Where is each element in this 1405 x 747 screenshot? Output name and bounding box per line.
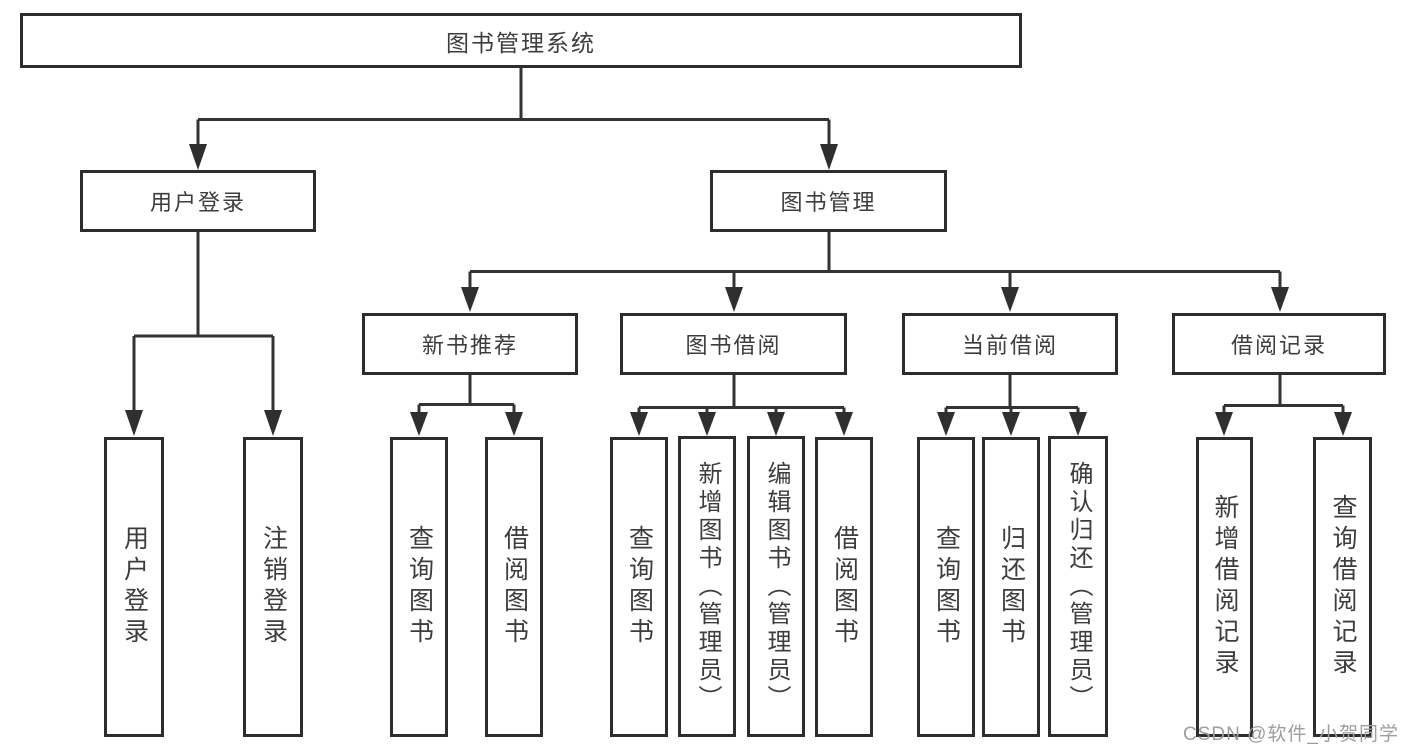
node-borrow-records: 借阅记录 bbox=[1172, 313, 1386, 375]
edge-book-management-to-level3 bbox=[461, 232, 1289, 312]
edge-borrow-records-to-leaves bbox=[1215, 375, 1352, 436]
leaf-return-books: 归还图书 bbox=[982, 437, 1040, 737]
edge-user-login-to-leaves bbox=[125, 232, 282, 436]
node-user-login: 用户登录 bbox=[80, 170, 316, 232]
leaf-confirm-return-admin: 确认归还（管理员） bbox=[1048, 436, 1108, 737]
node-book-management: 图书管理 bbox=[710, 170, 947, 232]
node-root: 图书管理系统 bbox=[20, 13, 1022, 68]
leaf-query-books-recommend: 查询图书 bbox=[390, 437, 448, 737]
leaf-add-book-admin: 新增图书（管理员） bbox=[678, 436, 736, 737]
node-current-borrow: 当前借阅 bbox=[902, 313, 1118, 375]
leaf-user-login: 用户登录 bbox=[104, 437, 164, 737]
leaf-edit-book-admin: 编辑图书（管理员） bbox=[747, 436, 805, 737]
edge-root-to-level2 bbox=[189, 68, 838, 170]
leaf-query-borrow-record: 查询借阅记录 bbox=[1313, 437, 1372, 737]
leaf-logout-login: 注销登录 bbox=[243, 437, 303, 737]
edge-current-borrow-to-leaves bbox=[937, 375, 1087, 436]
leaf-query-books-current: 查询图书 bbox=[917, 437, 975, 737]
node-book-borrow: 图书借阅 bbox=[620, 313, 847, 375]
leaf-borrow-books-recommend: 借阅图书 bbox=[485, 437, 543, 737]
edge-book-borrow-to-leaves bbox=[630, 375, 853, 436]
node-new-book-recommend: 新书推荐 bbox=[362, 313, 578, 375]
leaf-add-borrow-record: 新增借阅记录 bbox=[1196, 437, 1253, 737]
edge-new-book-recommend-to-leaves bbox=[410, 375, 523, 436]
leaf-borrow-books: 借阅图书 bbox=[815, 437, 873, 737]
watermark-text: CSDN @软件_小贺同学 bbox=[1183, 724, 1399, 745]
leaf-query-books-borrow: 查询图书 bbox=[610, 437, 668, 737]
